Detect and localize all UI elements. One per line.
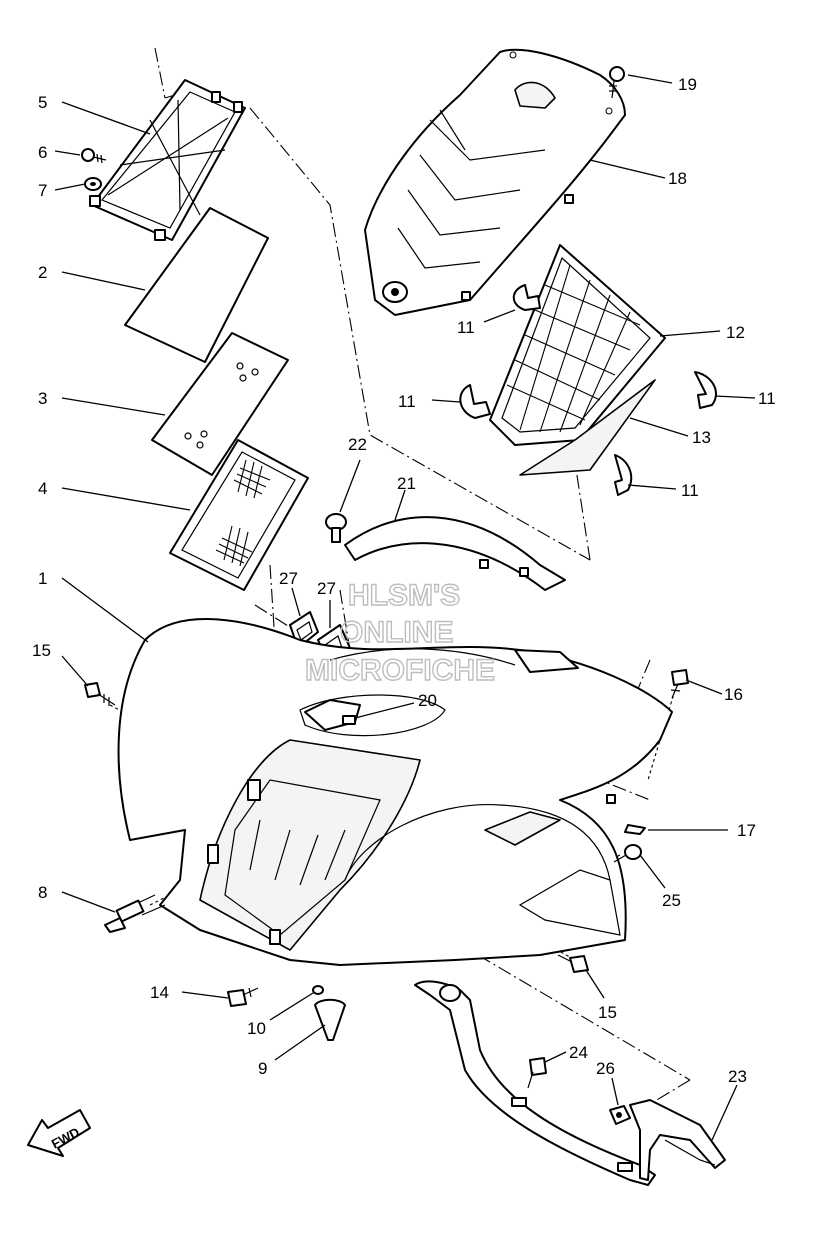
callout-2: 2 [38,263,47,282]
callout-6: 6 [38,143,47,162]
callout-21: 21 [397,474,416,493]
callout-11-right: 11 [758,389,776,408]
clip-11-right [694,371,717,409]
callout-22: 22 [348,435,367,454]
grille-backing-13 [519,379,656,476]
callout-12: 12 [726,323,745,342]
air-filter-frame [89,79,246,241]
callout-10: 10 [247,1019,266,1038]
filter-element-2 [124,207,269,363]
callout-7: 7 [38,181,47,200]
callout-23: 23 [728,1067,747,1086]
nut-26 [609,1105,631,1125]
filter-plate-3 [151,332,289,476]
watermark: HLSM'S ONLINE MICROFICHE [304,578,495,687]
bolt-16 [670,669,689,699]
callout-13: 13 [692,428,711,447]
watermark-line-3: MICROFICHE [305,654,495,687]
callout-3: 3 [38,389,47,408]
callout-14: 14 [150,983,169,1002]
bolt-24 [527,1057,547,1089]
fwd-arrow-icon: FWD [27,1109,91,1157]
callout-1: 1 [38,569,47,588]
callout-11-left: 11 [398,392,416,411]
leader-lines [54,74,756,1141]
callout-27-a: 27 [279,569,298,588]
grille-12 [489,244,666,446]
callout-17: 17 [737,821,756,840]
front-fender-1 [117,618,673,966]
callout-labels: 5 6 7 2 3 4 1 15 8 14 10 9 11 12 11 11 1… [32,75,776,1086]
trim-strip-21 [344,516,566,591]
callout-18: 18 [668,169,687,188]
callout-25: 25 [662,891,681,910]
bolt-14 [227,987,259,1007]
callout-15-left: 15 [32,641,51,660]
bolt-15-right [557,954,589,973]
callout-16: 16 [724,685,743,704]
callout-8: 8 [38,883,47,902]
callout-9: 9 [258,1059,267,1078]
clip-11-left [459,384,491,419]
filter-screen-4 [169,439,309,591]
callout-19: 19 [678,75,697,94]
callout-11-top: 11 [457,318,475,337]
bracket-20 [304,699,361,731]
callout-20: 20 [418,691,437,710]
callout-5: 5 [38,93,47,112]
screw-6 [81,148,107,164]
callout-11-bottom: 11 [681,481,699,500]
bolt-25 [613,844,642,863]
callout-27-b: 27 [317,579,336,598]
callout-15-right: 15 [598,1003,617,1022]
bolt-15-left [84,682,116,706]
watermark-line-1: HLSM'S [348,579,460,612]
front-panel-18 [364,48,626,316]
screw-19 [609,66,625,99]
rivet-22 [325,513,347,543]
clip-11-bottom [614,454,633,496]
cap-9 [314,998,346,1041]
callout-24: 24 [569,1043,588,1062]
washer-7 [84,177,102,191]
callout-26: 26 [596,1059,615,1078]
callout-4: 4 [38,479,47,498]
watermark-line-2: ONLINE [340,616,453,649]
ring-10 [312,985,324,995]
clip-11-top [512,284,541,311]
connector-8 [104,894,166,933]
front-bumper-23 [414,980,726,1186]
